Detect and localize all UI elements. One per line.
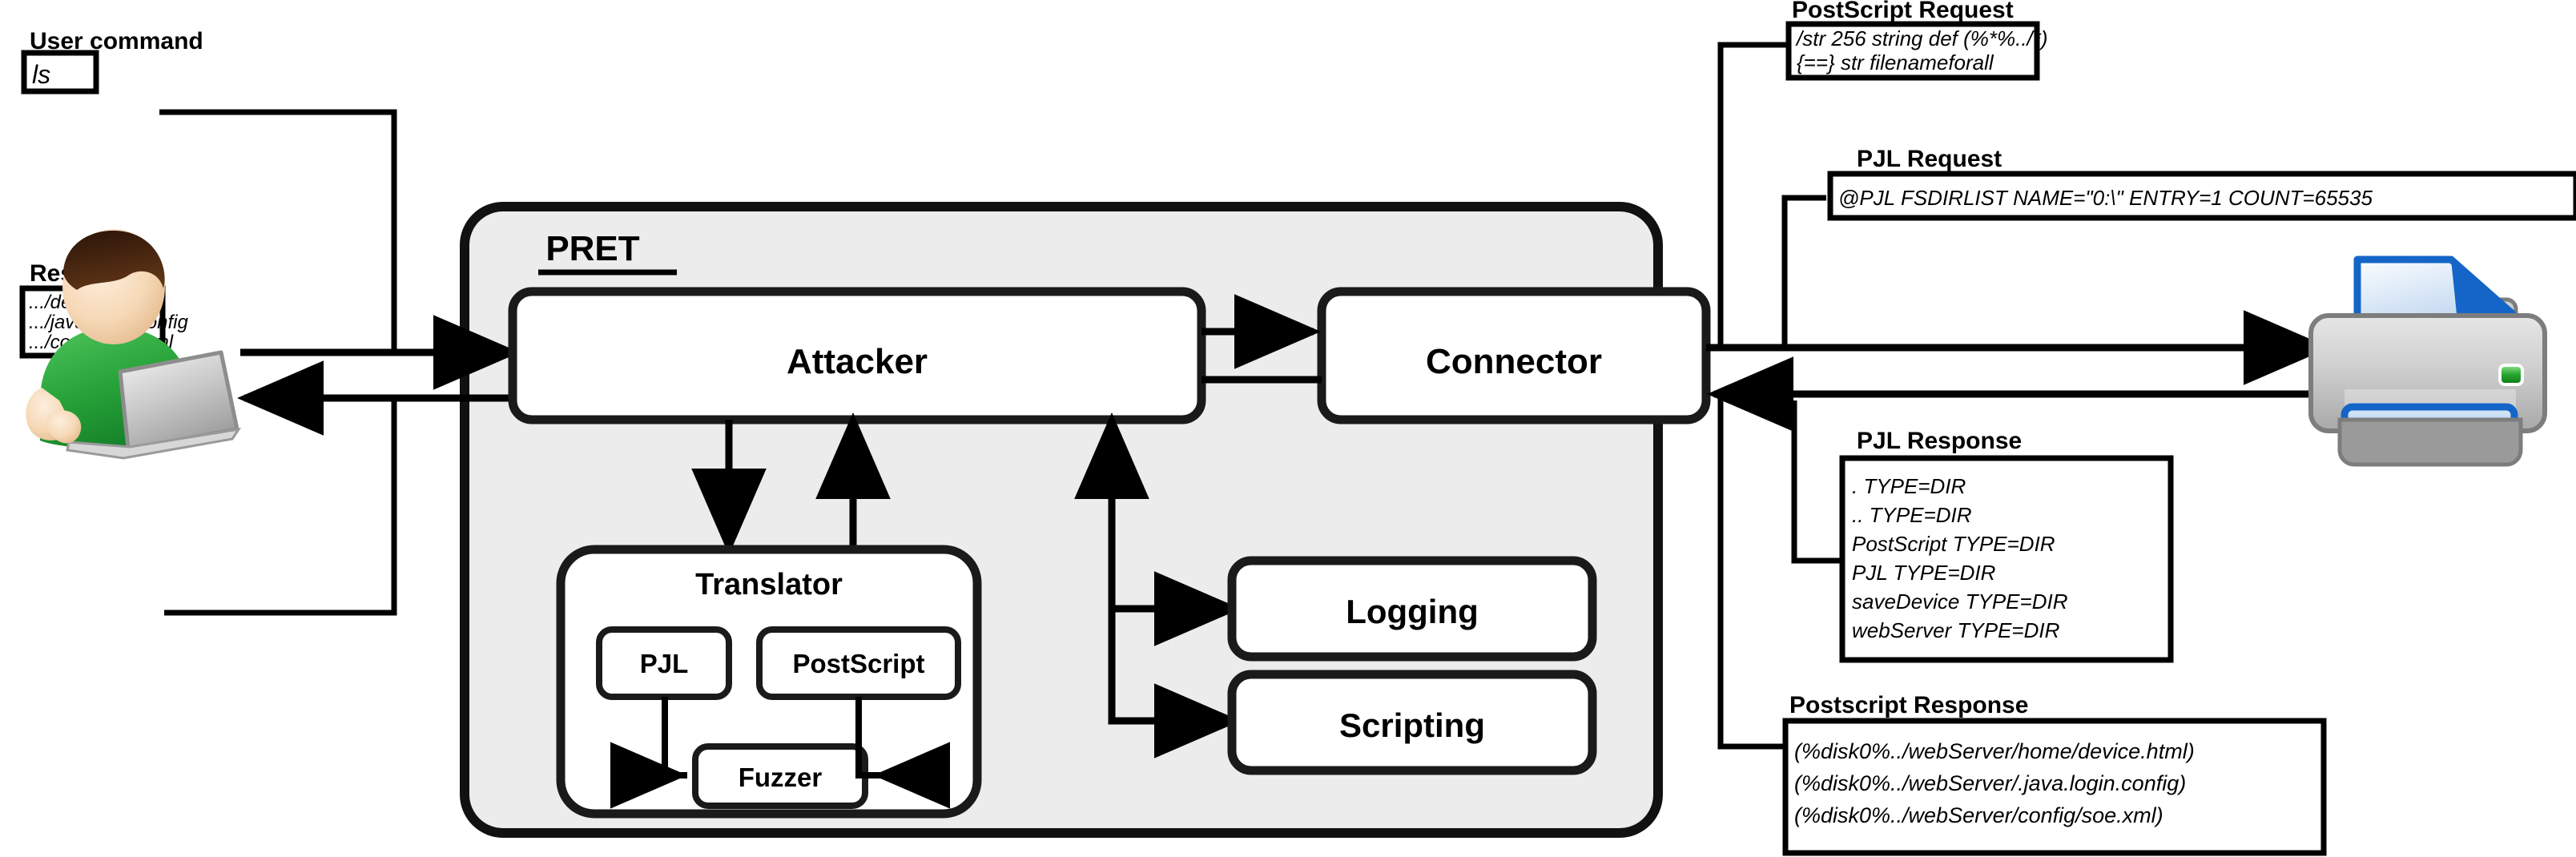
wire-to-scripting bbox=[1108, 609, 1241, 758]
leader-postscript-request bbox=[1717, 42, 1786, 348]
scripting-label: Scripting bbox=[1339, 706, 1485, 744]
attacker-side-wires bbox=[1074, 412, 1241, 758]
printer-page-fold bbox=[2451, 260, 2513, 314]
pjl-response-label: PJL Response bbox=[1857, 428, 2022, 454]
pjl-response-line-0: . TYPE=DIR bbox=[1852, 474, 1966, 498]
pjl-response-callout: PJL Response . TYPE=DIR .. TYPE=DIR Post… bbox=[1839, 428, 2174, 663]
logging-node[interactable]: Logging bbox=[1227, 556, 1597, 662]
postscript-response-line-0: (%disk0%../webServer/home/device.html) bbox=[1794, 739, 2195, 763]
user-command-callout: User command ls bbox=[21, 28, 203, 95]
connector-box[interactable] bbox=[1317, 287, 1711, 424]
leader-result bbox=[164, 398, 397, 616]
postscript-response-line-1: (%disk0%../webServer/.java.login.config) bbox=[1794, 771, 2186, 795]
postscript-request-label: PostScript Request bbox=[1792, 0, 2014, 23]
user-pret-wires bbox=[237, 315, 520, 436]
attacker-connector-wires bbox=[1201, 294, 1322, 384]
attacker-node[interactable]: Attacker bbox=[508, 287, 1206, 424]
pjl-response-line-1: .. TYPE=DIR bbox=[1852, 503, 1972, 527]
user-command-line-0: ls bbox=[32, 60, 50, 89]
pjl-request-callout: PJL Request @PJL FSDIRLIST NAME="0:\" EN… bbox=[1827, 146, 2576, 221]
leader-pjl-request bbox=[1781, 195, 1826, 348]
wire-pjl-to-fuzzer bbox=[610, 697, 687, 809]
pjl-response-line-5: webServer TYPE=DIR bbox=[1852, 618, 2059, 642]
logging-box[interactable] bbox=[1227, 556, 1597, 662]
pjl-request-label: PJL Request bbox=[1857, 146, 2002, 172]
user-hand bbox=[46, 410, 82, 444]
translator-label: Translator bbox=[695, 568, 843, 602]
user-hair bbox=[63, 230, 165, 290]
connector-label: Connector bbox=[1426, 342, 1602, 381]
pjl-request-box bbox=[1827, 171, 2576, 221]
connector-printer-wires bbox=[1706, 310, 2330, 432]
laptop-base bbox=[66, 427, 242, 460]
postscript-request-callout: PostScript Request /str 256 string def (… bbox=[1785, 0, 2048, 81]
leader-pjl-response bbox=[1791, 400, 1842, 564]
pjl-response-line-3: PJL TYPE=DIR bbox=[1852, 561, 1995, 585]
scripting-box[interactable] bbox=[1227, 670, 1597, 775]
postscript-response-box bbox=[1782, 718, 2327, 856]
pjl-response-line-2: PostScript TYPE=DIR bbox=[1852, 532, 2055, 556]
pret-title: PRET bbox=[545, 229, 639, 268]
postscript-label: PostScript bbox=[792, 649, 924, 678]
network-printer-icon bbox=[2308, 255, 2547, 467]
leader-user-command bbox=[159, 109, 397, 352]
postscript-request-line-1: {==} str filenameforall bbox=[1797, 50, 1994, 74]
fuzzer-label: Fuzzer bbox=[739, 762, 823, 792]
user-command-box bbox=[21, 50, 99, 95]
attacker-label: Attacker bbox=[787, 342, 928, 381]
user-with-laptop-icon bbox=[26, 229, 242, 460]
connector-node[interactable]: Connector bbox=[1317, 287, 1711, 424]
postscript-response-callout: Postscript Response (%disk0%../webServer… bbox=[1782, 692, 2327, 856]
logging-label: Logging bbox=[1346, 593, 1479, 630]
postscript-request-box bbox=[1785, 21, 2040, 81]
postscript-response-line-2: (%disk0%../webServer/config/soe.xml) bbox=[1794, 803, 2163, 827]
translator-node[interactable]: Translator PJL PostScript Fuzzer bbox=[556, 545, 982, 819]
pjl-request-line-0: @PJL FSDIRLIST NAME="0:\" ENTRY=1 COUNT=… bbox=[1838, 186, 2373, 210]
postscript-response-label: Postscript Response bbox=[1789, 692, 2028, 718]
attacker-translator-wires bbox=[691, 412, 891, 555]
postscript-request-line-0: /str 256 string def (%*%../*) bbox=[1795, 26, 2048, 50]
scripting-node[interactable]: Scripting bbox=[1227, 670, 1597, 775]
pjl-response-box bbox=[1839, 455, 2174, 663]
printer-tray bbox=[2337, 417, 2523, 467]
pjl-response-line-4: saveDevice TYPE=DIR bbox=[1852, 589, 2067, 614]
wire-ps-down bbox=[855, 697, 873, 779]
pjl-label: PJL bbox=[640, 649, 689, 678]
printer-status-led bbox=[2498, 364, 2524, 386]
left-callout-leaders bbox=[159, 109, 397, 616]
